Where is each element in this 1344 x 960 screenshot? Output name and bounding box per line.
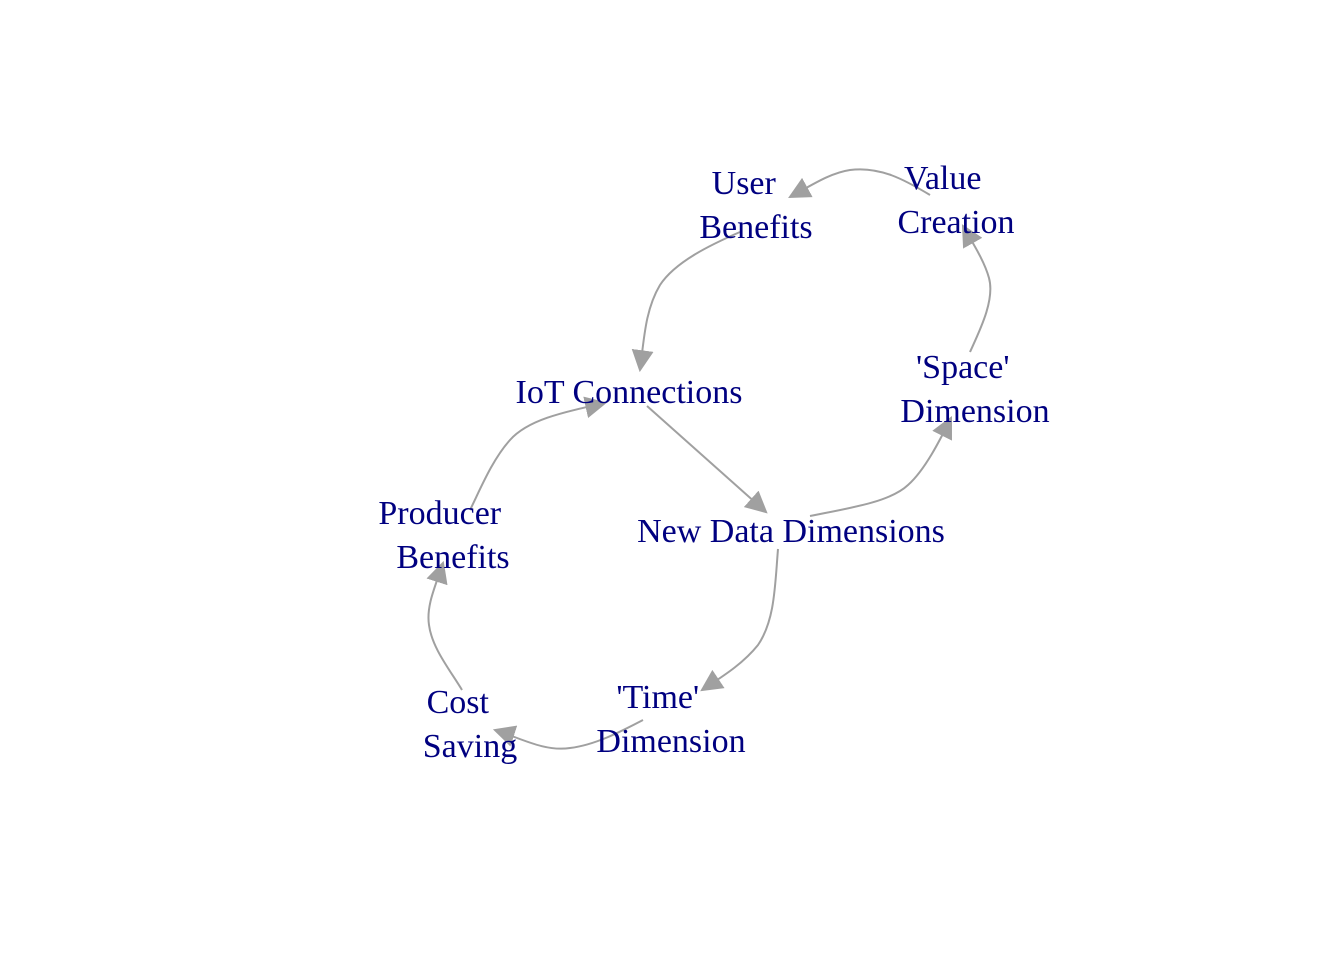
edge-user-benefits-to-iot-connections: [631, 231, 741, 373]
edge-value-creation-to-user-benefits: [788, 168, 931, 199]
node-producer-benefits: Producer Benefits: [378, 495, 509, 576]
node-iot-connections: IoT Connections: [516, 374, 743, 411]
node-user-benefits: User Benefits: [699, 165, 812, 246]
node-value-creation: Value Creation: [897, 160, 1014, 241]
edge-time-dimension-to-cost-saving: [492, 719, 644, 750]
node-time-dimension: 'Time' Dimension: [596, 679, 745, 760]
edge-new-data-dimensions-to-time-dimension: [700, 548, 779, 692]
edge-space-dimension-to-value-creation: [961, 224, 992, 353]
edge-cost-saving-to-producer-benefits: [426, 560, 463, 691]
node-cost-saving: Cost Saving: [423, 684, 517, 765]
edge-new-data-dimensions-to-space-dimension: [809, 416, 952, 517]
edge-iot-to-new-data-dimensions: [646, 405, 768, 514]
nodes-layer: IoT Connections New Data Dimensions 'Spa…: [378, 160, 1049, 765]
edges-layer: [426, 168, 992, 750]
node-space-dimension: 'Space' Dimension: [900, 349, 1049, 430]
node-new-data-dimensions: New Data Dimensions: [637, 513, 945, 550]
edge-producer-benefits-to-iot-connections: [469, 396, 608, 511]
